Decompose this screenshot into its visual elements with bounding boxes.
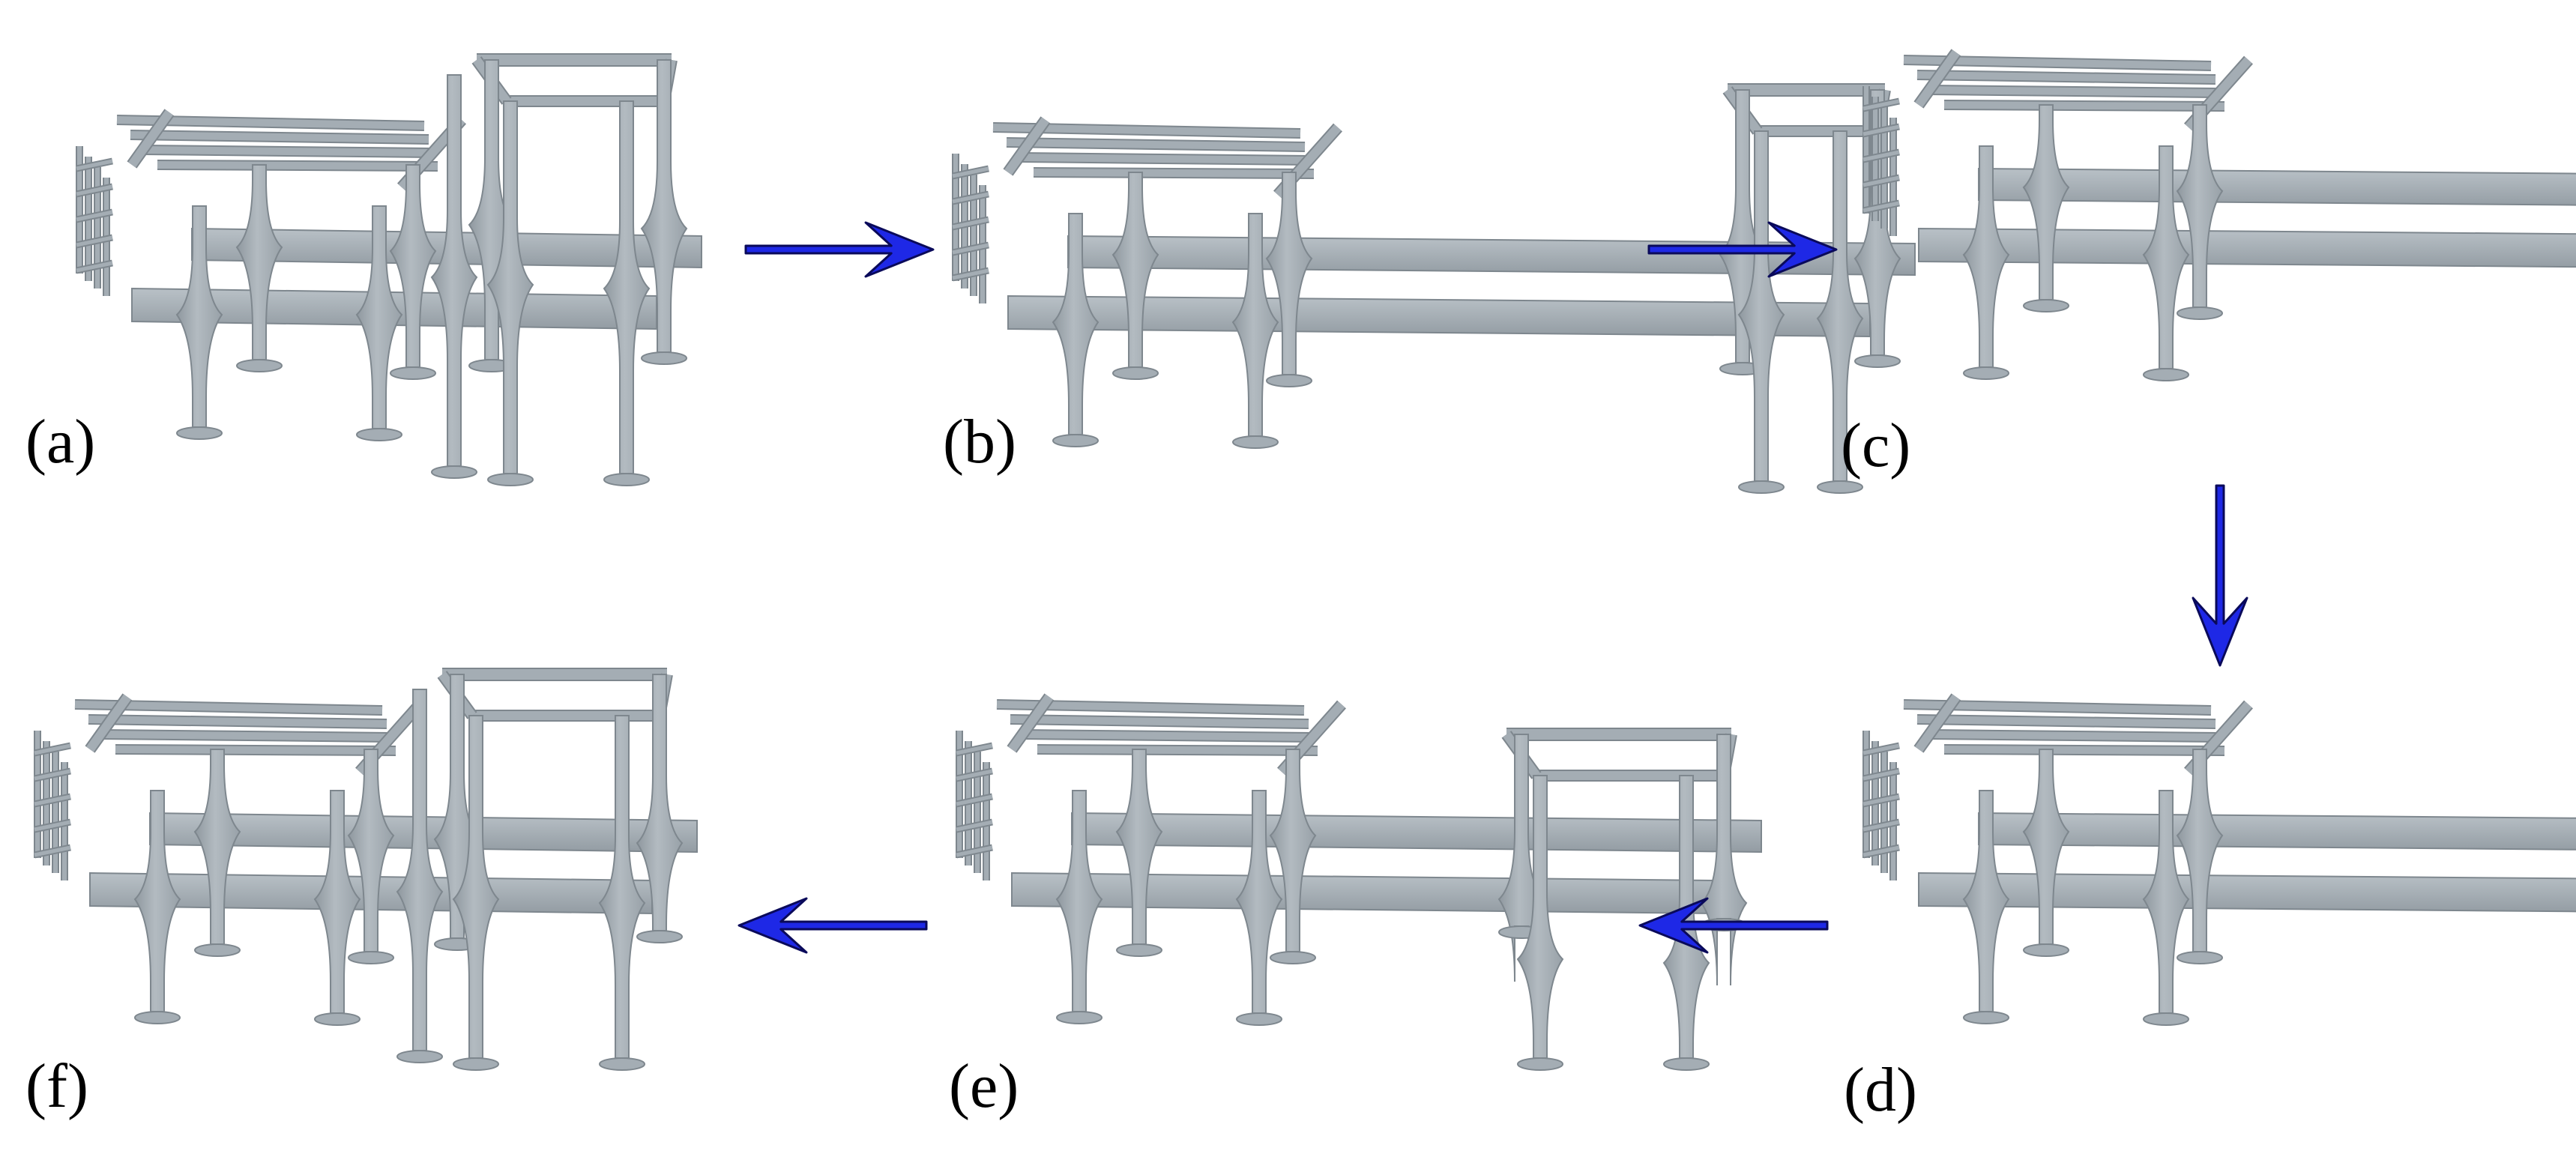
arrow-d-e [1638, 897, 1829, 954]
panel-label-a: (a) [25, 407, 96, 477]
arrow-e-f [737, 897, 928, 954]
arrow-a-b [744, 221, 935, 278]
panel-label-c: (c) [1841, 411, 1911, 480]
steel-frame-structure-e [956, 693, 1762, 1071]
steel-frame-structure-d [1862, 693, 2576, 1026]
steel-frame-structure-f [34, 668, 698, 1071]
panel-label-e: (e) [949, 1051, 1019, 1121]
steel-frame-structure-b [952, 83, 1916, 494]
steel-frame-structure-a [76, 53, 702, 486]
steel-frame-structure-c [1862, 49, 2576, 381]
panel-label-f: (f) [25, 1051, 88, 1121]
panel-label-d: (d) [1844, 1055, 1917, 1125]
arrow-c-d [2192, 484, 2248, 667]
panel-label-b: (b) [943, 407, 1016, 477]
arrow-b-c [1647, 221, 1838, 278]
